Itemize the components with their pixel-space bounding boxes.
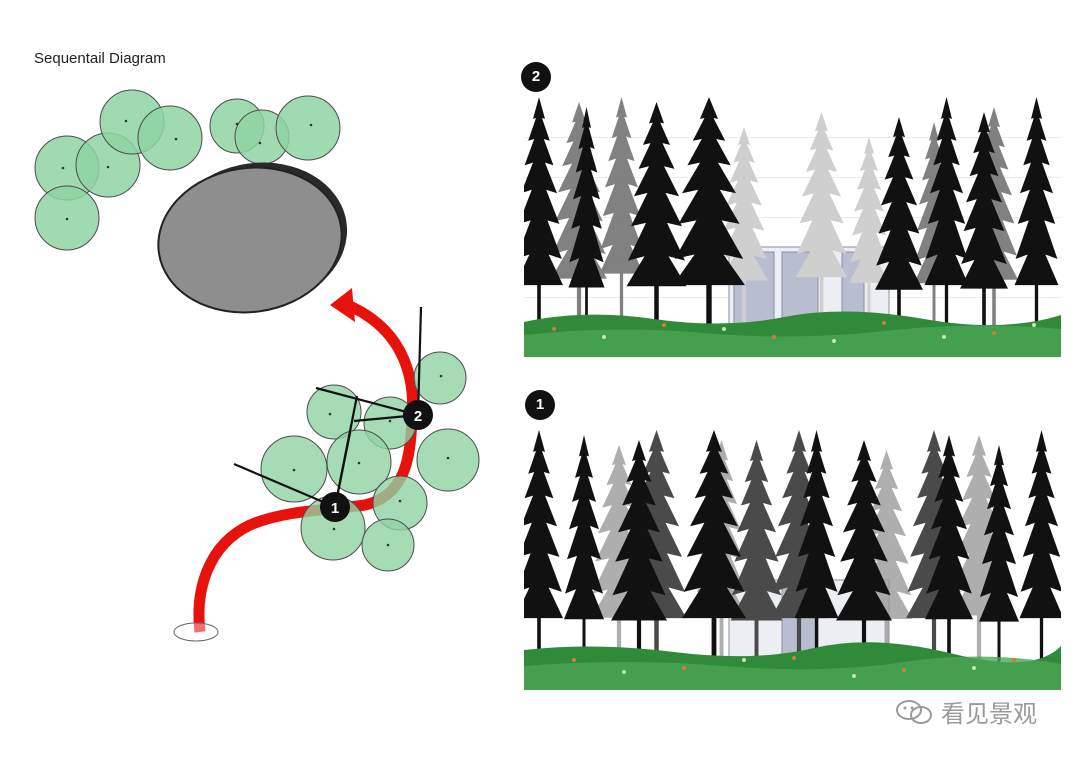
viewpoint-badge-1: 1 bbox=[525, 390, 555, 420]
tree-canopy bbox=[416, 428, 480, 492]
svg-text:2: 2 bbox=[414, 408, 422, 425]
lower-tree-cluster bbox=[260, 351, 480, 572]
tree-canopy bbox=[306, 384, 362, 440]
elevation-view-1 bbox=[524, 430, 1061, 690]
viewpoint-marker-1: 1 bbox=[320, 492, 350, 522]
meadow bbox=[524, 642, 1061, 690]
svg-text:1: 1 bbox=[331, 500, 339, 517]
boulder bbox=[157, 162, 348, 314]
forest-scene-1 bbox=[524, 430, 1061, 690]
viewpoint-badge-2: 2 bbox=[521, 62, 551, 92]
watermark: 看见景观 bbox=[895, 694, 1037, 729]
diagram-title: Sequentail Diagram bbox=[34, 50, 166, 67]
watermark-text: 看见景观 bbox=[941, 701, 1037, 728]
viewpoint-marker-2: 2 bbox=[403, 400, 433, 430]
forest-scene-2 bbox=[524, 97, 1061, 357]
tree-canopy bbox=[275, 95, 341, 161]
elevation-view-2 bbox=[524, 97, 1061, 357]
tree-canopy bbox=[413, 351, 467, 405]
route-arrow-head bbox=[330, 288, 355, 322]
start-point bbox=[173, 622, 219, 642]
site-plan: 1 2 bbox=[34, 89, 480, 642]
meadow bbox=[524, 311, 1061, 357]
tree-canopy bbox=[137, 105, 203, 171]
walking-route bbox=[193, 296, 419, 633]
wechat-icon bbox=[896, 699, 932, 724]
upper-tree-cluster bbox=[34, 89, 341, 251]
